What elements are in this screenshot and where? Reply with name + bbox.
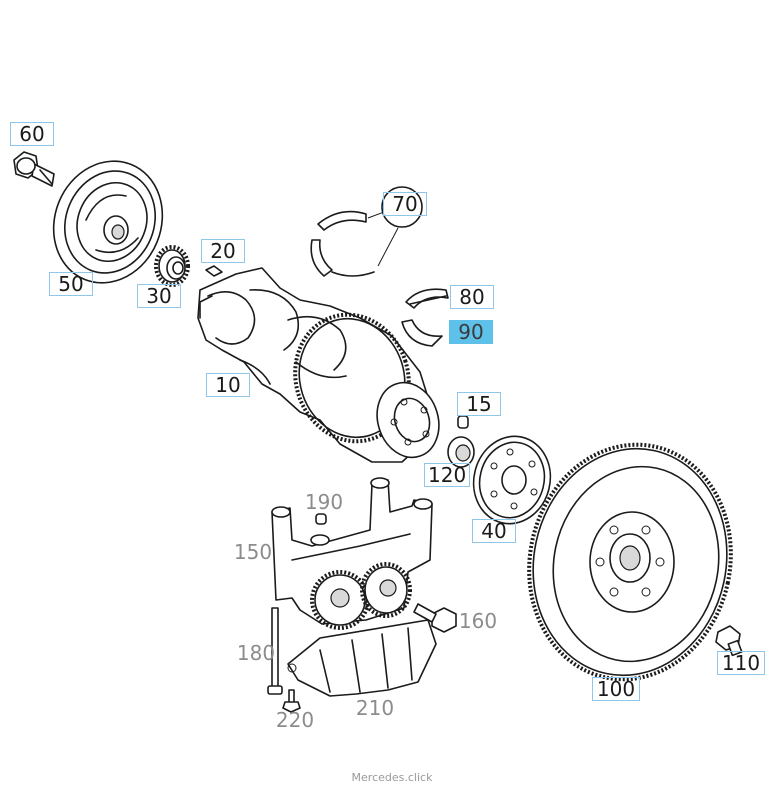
part-190-dowel[interactable] xyxy=(315,513,327,525)
callout-210[interactable]: 210 xyxy=(355,696,395,720)
callout-10[interactable]: 10 xyxy=(206,373,250,397)
callout-80[interactable]: 80 xyxy=(450,285,494,309)
callout-160[interactable]: 160 xyxy=(458,609,498,633)
callout-60[interactable]: 60 xyxy=(10,122,54,146)
part-60-bolt[interactable] xyxy=(13,151,55,187)
part-90-bearing-shell-lower[interactable] xyxy=(401,319,443,347)
callout-100[interactable]: 100 xyxy=(592,677,640,701)
part-10-crankshaft[interactable] xyxy=(197,267,448,465)
callout-30[interactable]: 30 xyxy=(137,284,181,308)
part-50-pulley[interactable] xyxy=(36,145,181,300)
callout-50[interactable]: 50 xyxy=(49,272,93,296)
callout-220[interactable]: 220 xyxy=(275,708,315,732)
callout-120[interactable]: 120 xyxy=(424,463,470,487)
footer-watermark: Mercedes.click xyxy=(351,771,433,784)
part-70-thrust-washers[interactable] xyxy=(310,186,423,277)
callout-110[interactable]: 110 xyxy=(717,651,765,675)
part-15-pin[interactable] xyxy=(457,415,469,429)
callout-180[interactable]: 180 xyxy=(236,641,276,665)
part-120-pilot-bearing[interactable] xyxy=(447,436,475,468)
part-80-bearing-shell-upper[interactable] xyxy=(405,288,449,309)
callout-150[interactable]: 150 xyxy=(233,540,273,564)
callout-15[interactable]: 15 xyxy=(457,392,501,416)
callout-90-selected[interactable]: 90 xyxy=(449,320,493,344)
part-40-plate[interactable] xyxy=(464,428,559,532)
part-180-bolt[interactable] xyxy=(267,607,283,695)
callout-70[interactable]: 70 xyxy=(383,192,427,216)
part-220-bolt[interactable] xyxy=(282,689,301,713)
part-30-sprocket[interactable] xyxy=(154,245,190,287)
part-160-bolt[interactable] xyxy=(413,603,457,633)
part-100-flywheel[interactable] xyxy=(508,426,753,698)
part-210-baffle[interactable] xyxy=(287,619,437,697)
part-20-key[interactable] xyxy=(205,265,223,277)
callout-190[interactable]: 190 xyxy=(304,490,344,514)
callout-40[interactable]: 40 xyxy=(472,519,516,543)
part-150-balancer-housing[interactable] xyxy=(271,477,433,630)
callout-20[interactable]: 20 xyxy=(201,239,245,263)
